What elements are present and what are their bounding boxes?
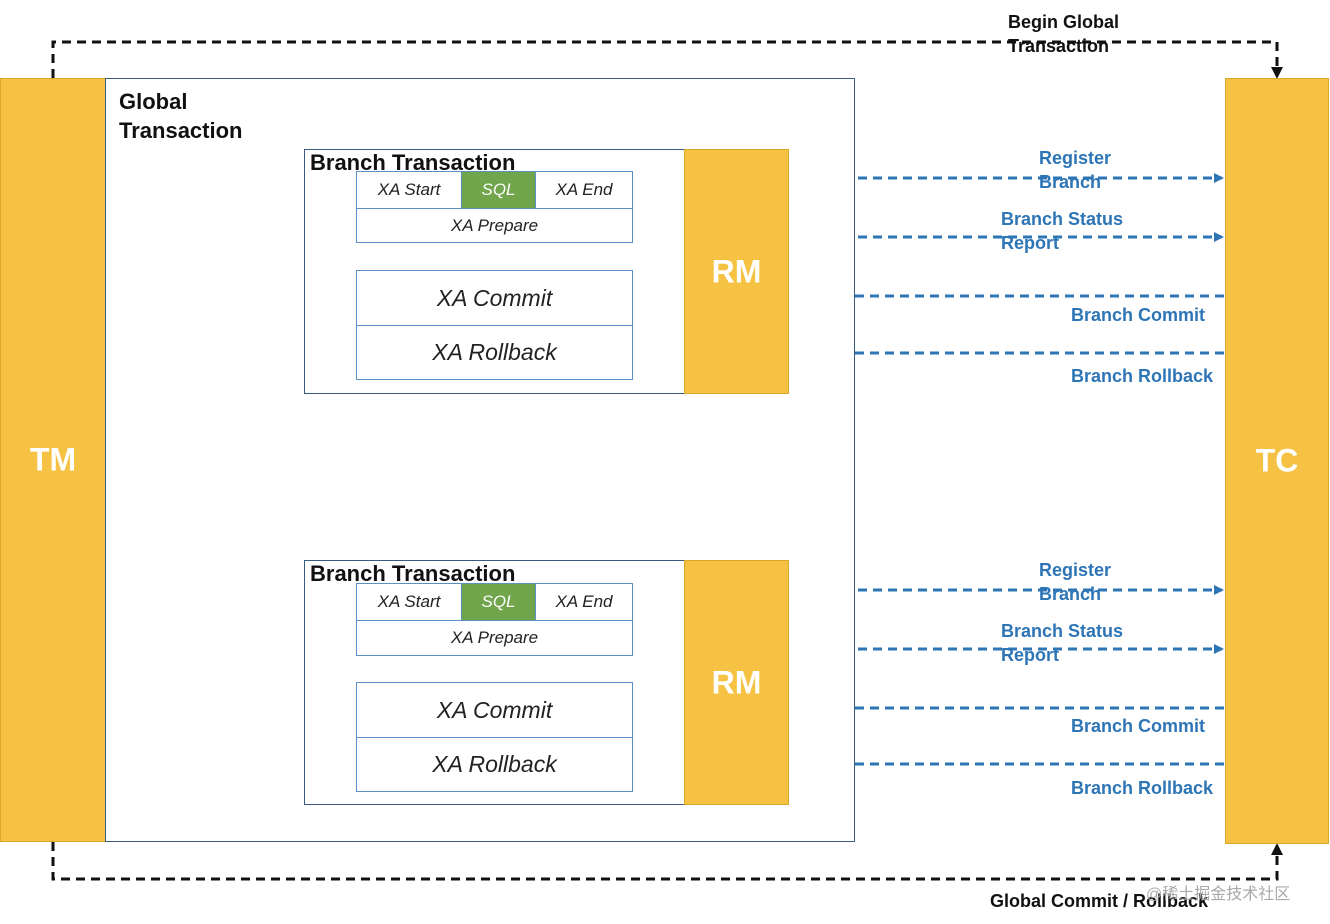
xa-end-cell-2: XA End [535, 583, 633, 621]
rm-box-1: RM [684, 149, 789, 394]
sql-cell-1: SQL [461, 171, 536, 209]
register-branch-label-1: Register Branch [1039, 148, 1112, 192]
xa-rollback-cell-2: XA Rollback [356, 737, 633, 792]
tc-bar: TC [1225, 78, 1329, 844]
xa-prepare-cell-1: XA Prepare [356, 208, 633, 243]
xa-commit-cell-2: XA Commit [356, 682, 633, 738]
branch-status-report-label-1: Branch Status Report [1001, 209, 1124, 253]
begin-global-transaction-line [51, 40, 1283, 79]
branch-rollback-label-1: Branch Rollback [1071, 366, 1214, 386]
rm-label-1: RM [711, 253, 762, 289]
register-branch-label-2: Register Branch [1039, 560, 1112, 604]
branch-transaction-title-2: Branch Transaction [310, 561, 516, 586]
tm-label: TM [29, 441, 77, 478]
branch-rollback-label-2: Branch Rollback [1071, 778, 1214, 798]
global-transaction-title: Global Transaction [119, 89, 243, 143]
xa-prepare-cell-2: XA Prepare [356, 620, 633, 656]
xa-start-cell-1: XA Start [356, 171, 462, 209]
global-commit-rollback-line [51, 842, 1283, 881]
rm-box-2: RM [684, 560, 789, 805]
xa-end-cell-1: XA End [535, 171, 633, 209]
tc-label: TC [1255, 442, 1299, 479]
rm-label-2: RM [711, 664, 762, 700]
xa-commit-cell-1: XA Commit [356, 270, 633, 326]
branch-commit-label-2: Branch Commit [1071, 716, 1206, 736]
watermark: @稀土掘金技术社区 [1146, 886, 1291, 903]
branch-status-report-label-2: Branch Status Report [1001, 621, 1124, 665]
global-commit-rollback-label: Global Commit / Rollback [990, 891, 1209, 911]
tm-bar: TM [0, 78, 106, 842]
xa-rollback-cell-1: XA Rollback [356, 325, 633, 380]
begin-global-transaction-label: Begin Global Transaction [1008, 12, 1120, 56]
branch-commit-label-1: Branch Commit [1071, 305, 1206, 325]
sql-cell-2: SQL [461, 583, 536, 621]
xa-start-cell-2: XA Start [356, 583, 462, 621]
branch-transaction-title-1: Branch Transaction [310, 150, 516, 175]
